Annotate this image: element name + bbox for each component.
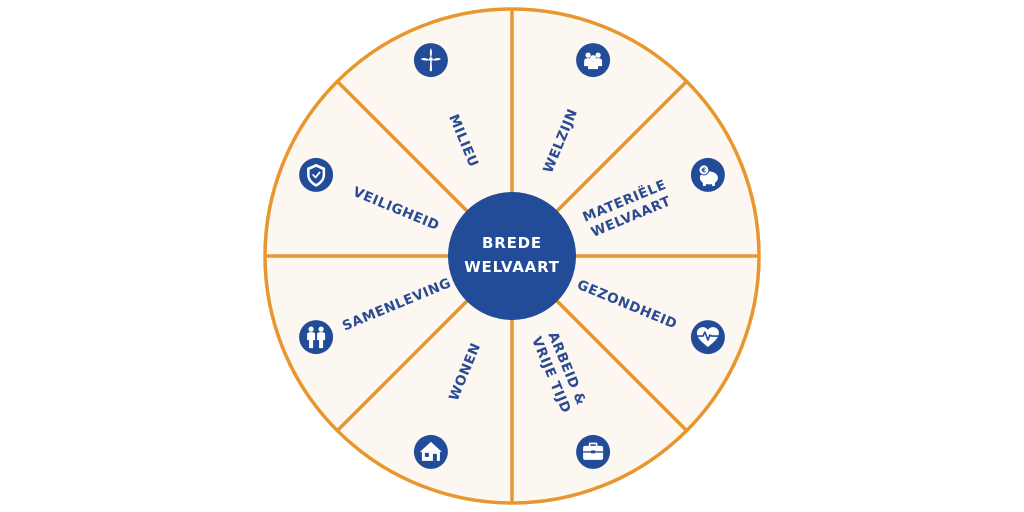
heart-pulse-icon <box>690 320 725 355</box>
piggy-bank-euro-icon: € <box>690 157 725 192</box>
people-group-icon <box>576 43 611 78</box>
shield-check-icon <box>299 157 334 192</box>
svg-text:€: € <box>700 166 706 174</box>
two-people-icon <box>299 320 334 355</box>
center-label-line1: BREDE <box>482 234 542 252</box>
house-icon <box>413 434 448 469</box>
briefcase-icon <box>576 434 611 469</box>
center-circle <box>448 192 576 320</box>
center-label-line2: WELVAART <box>464 258 560 276</box>
wind-turbine-icon <box>413 43 448 78</box>
